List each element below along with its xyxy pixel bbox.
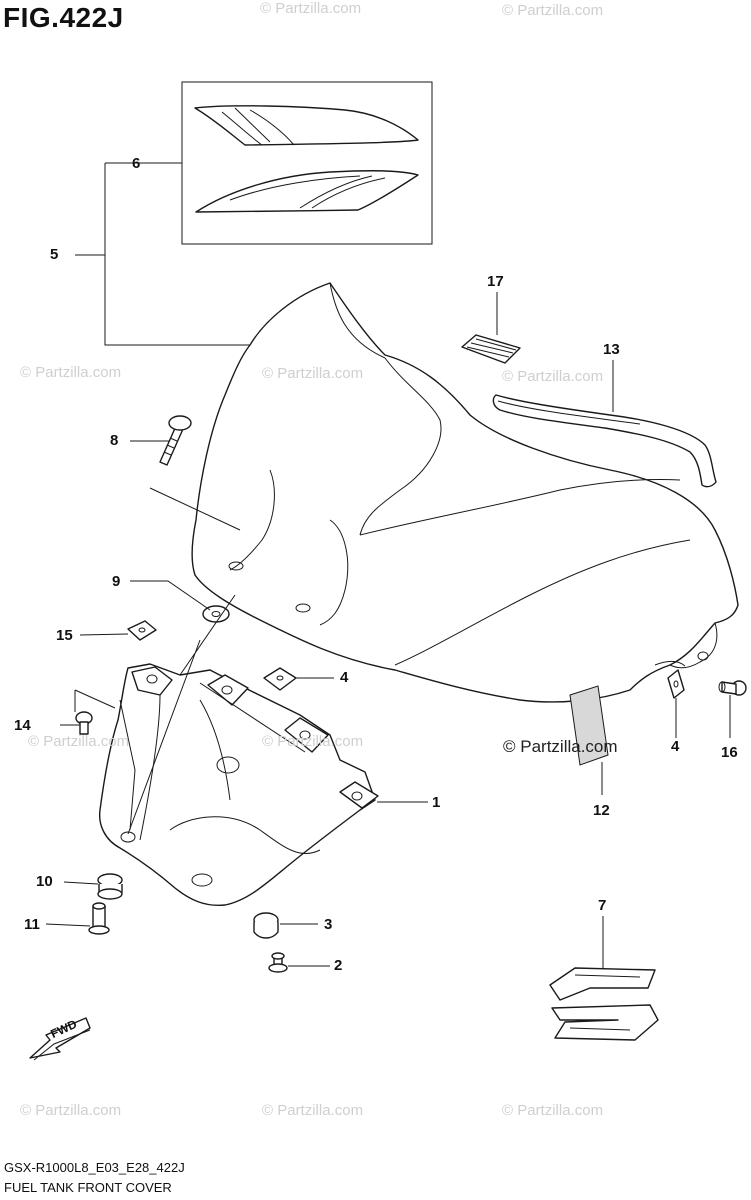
bolt-14 — [74, 690, 93, 735]
bolt-2 — [268, 952, 288, 973]
assembly-bracket — [75, 162, 250, 346]
callout-2: 2 — [334, 957, 343, 974]
callout-8: 8 — [110, 432, 119, 449]
figure-caption: FUEL TANK FRONT COVER — [4, 1180, 172, 1195]
forward-arrow-icon — [29, 1017, 91, 1061]
watermark: © Partzilla.com — [502, 1102, 604, 1119]
clip-nut-right — [667, 669, 685, 699]
callout-12: 12 — [593, 802, 610, 819]
screw — [149, 415, 241, 531]
callout-3: 3 — [324, 916, 333, 933]
watermark: © Partzilla.com — [262, 733, 364, 750]
callout-15: 15 — [56, 627, 73, 644]
callout-16: 16 — [721, 744, 738, 761]
clip-nut — [127, 620, 157, 641]
watermark: © Partzilla.com — [262, 1102, 364, 1119]
decal-set-box — [181, 81, 433, 245]
callout-13: 13 — [603, 341, 620, 358]
collar — [88, 902, 110, 935]
callout-4-left: 4 — [340, 669, 349, 686]
model-code: GSX-R1000L8_E03_E28_422J — [4, 1160, 185, 1175]
watermark: © Partzilla.com — [260, 0, 362, 17]
callout-14: 14 — [14, 717, 31, 734]
watermark: © Partzilla.com — [502, 368, 604, 385]
callout-10: 10 — [36, 873, 53, 890]
fuel-tank-front-cover — [191, 282, 739, 703]
weatherstrip — [492, 394, 717, 488]
watermark: © Partzilla.com — [262, 365, 364, 382]
callout-17: 17 — [487, 273, 504, 290]
watermark-dark: © Partzilla.com — [503, 737, 618, 756]
callout-5: 5 — [50, 246, 59, 263]
cushion-pad — [461, 334, 521, 364]
leader-lines — [45, 162, 731, 968]
inner-cover — [98, 663, 379, 907]
watermark: © Partzilla.com — [20, 1102, 122, 1119]
watermark: © Partzilla.com — [28, 733, 130, 750]
callout-4-right: 4 — [671, 738, 680, 755]
callout-9: 9 — [112, 573, 121, 590]
callout-6: 6 — [132, 155, 141, 172]
decal-upper — [194, 105, 419, 146]
clip-nut-left — [263, 667, 297, 691]
push-rivet — [718, 680, 747, 696]
grommet — [97, 873, 123, 900]
adhesive-tape — [569, 685, 609, 766]
watermark: © Partzilla.com — [20, 364, 122, 381]
callout-11: 11 — [24, 916, 40, 933]
callout-1: 1 — [432, 794, 441, 811]
suzuki-emblem — [549, 967, 659, 1041]
grommet-3 — [253, 912, 279, 939]
decal-lower — [195, 170, 419, 213]
figure-title: FIG.422J — [3, 2, 124, 33]
watermark: © Partzilla.com — [502, 2, 604, 19]
callout-7: 7 — [598, 897, 607, 914]
